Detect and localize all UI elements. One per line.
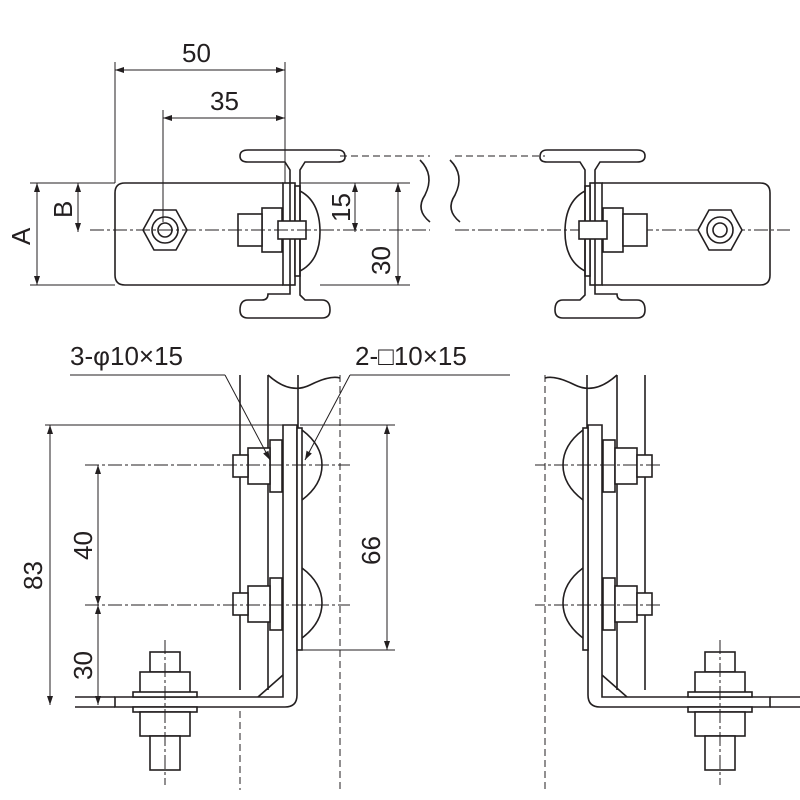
dim-83: 83	[18, 561, 48, 590]
dim-66: 66	[356, 536, 386, 565]
dim-30-top: 30	[366, 246, 396, 275]
dim-30-bottom: 30	[68, 651, 98, 680]
dim-40: 40	[68, 531, 98, 560]
dim-A: A	[6, 227, 36, 245]
bottom-right-side-view	[535, 374, 800, 790]
bolt-icon	[232, 577, 283, 631]
dim-50: 50	[182, 38, 211, 68]
bottom-left-side-view: 3-φ10×15 2-□10×15 83 40 30 66	[18, 341, 510, 790]
label-square-holes: 2-□10×15	[355, 341, 467, 371]
dim-35: 35	[210, 86, 239, 116]
top-right-plan-view	[539, 149, 771, 319]
top-left-plan-view: 50 35 A B 15 30	[6, 38, 410, 319]
label-round-holes: 3-φ10×15	[70, 341, 183, 371]
dim-B: B	[48, 201, 78, 218]
dim-15: 15	[326, 193, 356, 222]
